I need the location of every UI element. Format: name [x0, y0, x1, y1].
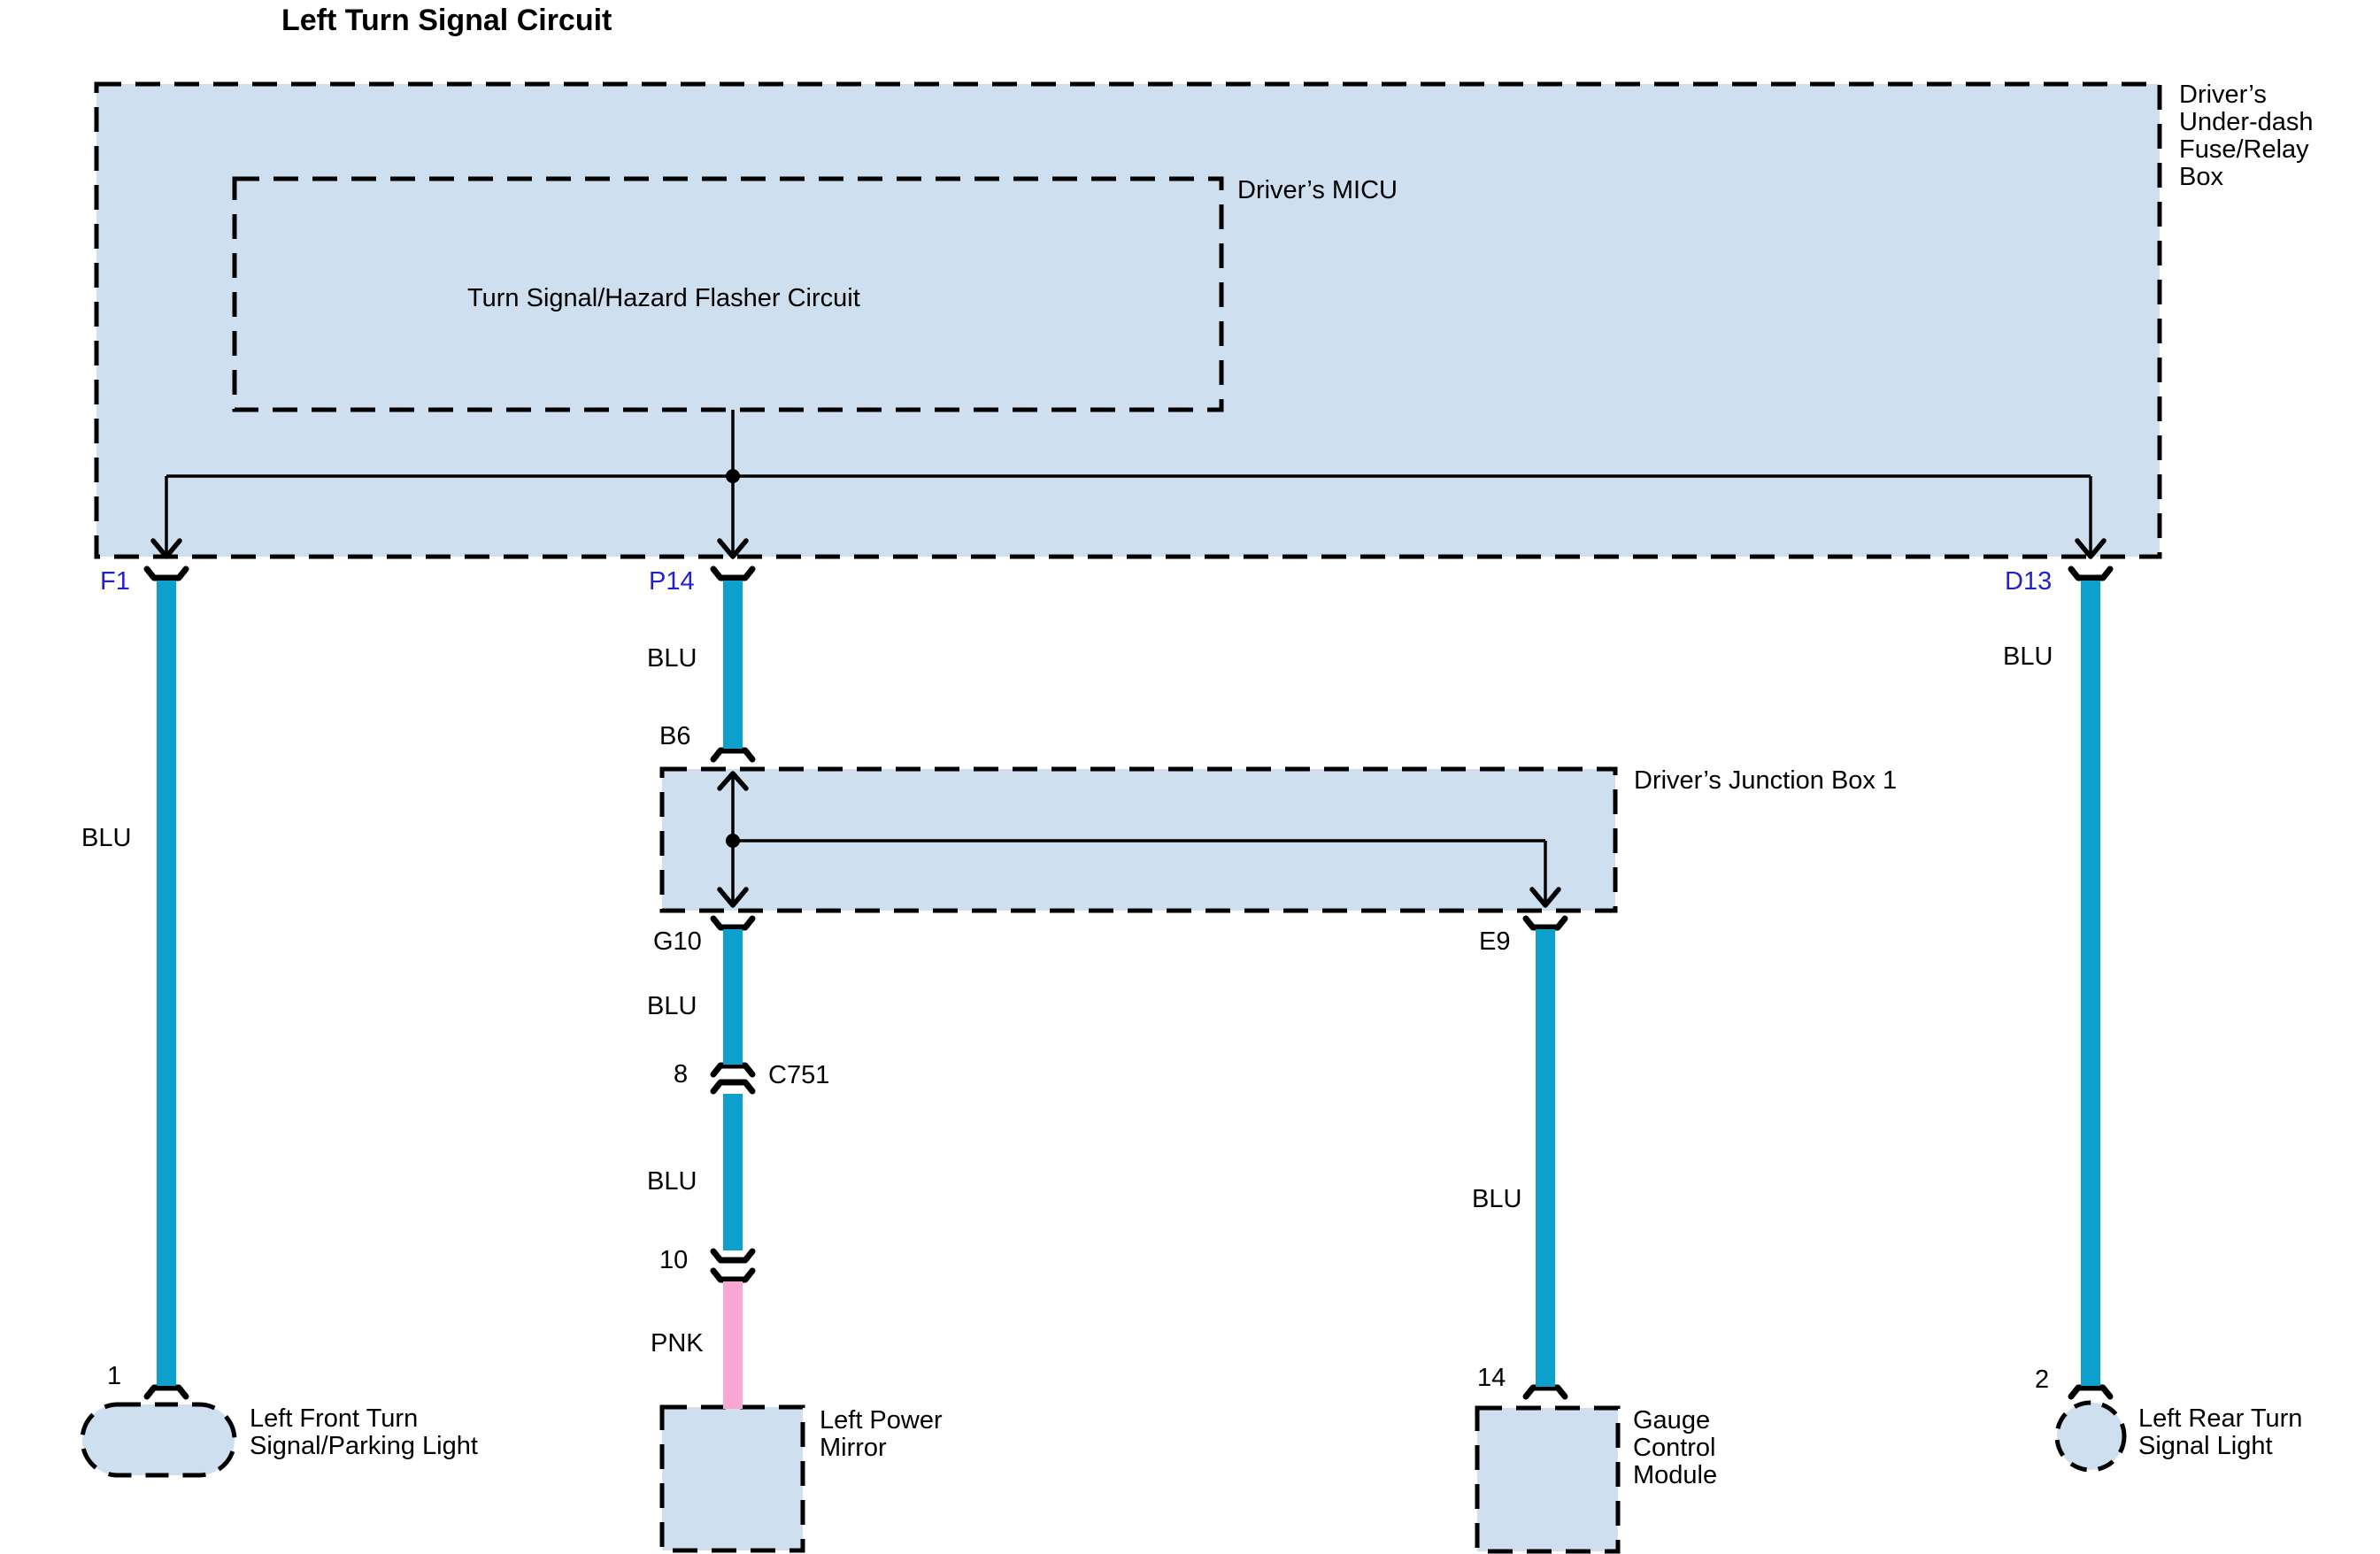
pin-label-g10: G10 — [653, 927, 702, 956]
junction-box-label: Driver’s Junction Box 1 — [1634, 766, 1898, 795]
inline10-connector-lower — [710, 1267, 756, 1283]
left-rear-light-label: Left Rear Turn Signal Light — [2138, 1404, 2303, 1460]
pin-label-1: 1 — [107, 1362, 122, 1390]
wire-c751-blu — [723, 1094, 743, 1250]
left-front-light-shape — [80, 1402, 237, 1478]
d13-connector — [2068, 565, 2114, 581]
gauge-module-box — [1475, 1405, 1621, 1554]
pin-label-p14: P14 — [649, 567, 695, 596]
page-title: Left Turn Signal Circuit — [281, 4, 612, 37]
pin-label-f1: F1 — [100, 567, 130, 596]
wire-f1-blu — [157, 581, 176, 1386]
wire-e9-blu — [1536, 929, 1555, 1387]
wire-label-pnk: PNK — [651, 1329, 704, 1358]
power-mirror-box — [659, 1404, 805, 1553]
wire-mirror-pnk — [723, 1281, 743, 1409]
pin-label-b6: B6 — [659, 722, 691, 750]
inline10-connector-upper — [710, 1248, 756, 1264]
c751-connector-lower — [710, 1079, 756, 1095]
p14-connector — [710, 565, 756, 581]
e9-connector — [1522, 915, 1568, 931]
arrow-down-d13 — [2075, 538, 2107, 559]
micu-box — [232, 176, 1224, 412]
pin-label-2: 2 — [2035, 1366, 2050, 1394]
arrow-down-e9 — [1529, 887, 1561, 908]
micu-box-label: Driver’s MICU — [1237, 176, 1398, 204]
wire-label-e9-blu: BLU — [1472, 1185, 1522, 1213]
wire-g10-blu — [723, 929, 743, 1065]
pin-label-d13: D13 — [2005, 567, 2053, 596]
pin-label-e9: E9 — [1479, 927, 1511, 956]
wire-d13-blu — [2081, 581, 2100, 1386]
wire-label-mid-lowest-blu: BLU — [647, 1167, 697, 1196]
pin-label-14: 14 — [1477, 1364, 1506, 1392]
wire-label-left-blu: BLU — [81, 824, 132, 852]
gauge-module-label: Gauge Control Module — [1633, 1406, 1718, 1489]
b6-connector — [710, 747, 756, 763]
bus-junction-dot — [726, 469, 740, 483]
c751-pin-label: 8 — [674, 1060, 689, 1089]
inline10-pin-label: 10 — [659, 1246, 689, 1274]
c751-connector-upper — [710, 1062, 756, 1078]
arrow-down-f1 — [150, 538, 182, 559]
arrow-down-p14 — [717, 538, 749, 559]
wire-label-mid-upper-blu: BLU — [647, 644, 697, 673]
junction-box-dot — [726, 834, 740, 848]
pin1-connector — [143, 1384, 189, 1400]
left-rear-light-shape — [2054, 1400, 2127, 1473]
g10-connector — [710, 915, 756, 931]
power-mirror-label: Left Power Mirror — [820, 1406, 943, 1462]
arrow-down-g10 — [717, 887, 749, 908]
flasher-circuit-label: Turn Signal/Hazard Flasher Circuit — [467, 284, 860, 312]
wire-label-right-blu: BLU — [2003, 642, 2053, 671]
pin2-connector — [2068, 1384, 2114, 1400]
wire-label-mid-lower-blu: BLU — [647, 992, 697, 1020]
pin14-connector — [1522, 1384, 1568, 1400]
f1-connector — [143, 565, 189, 581]
left-front-light-label: Left Front Turn Signal/Parking Light — [250, 1404, 478, 1460]
c751-id-label: C751 — [768, 1061, 830, 1089]
fuse-relay-box-label: Driver’s Under-dash Fuse/Relay Box — [2179, 81, 2314, 191]
wire-p14-blu — [723, 581, 743, 749]
arrow-up-b6 — [717, 771, 749, 791]
